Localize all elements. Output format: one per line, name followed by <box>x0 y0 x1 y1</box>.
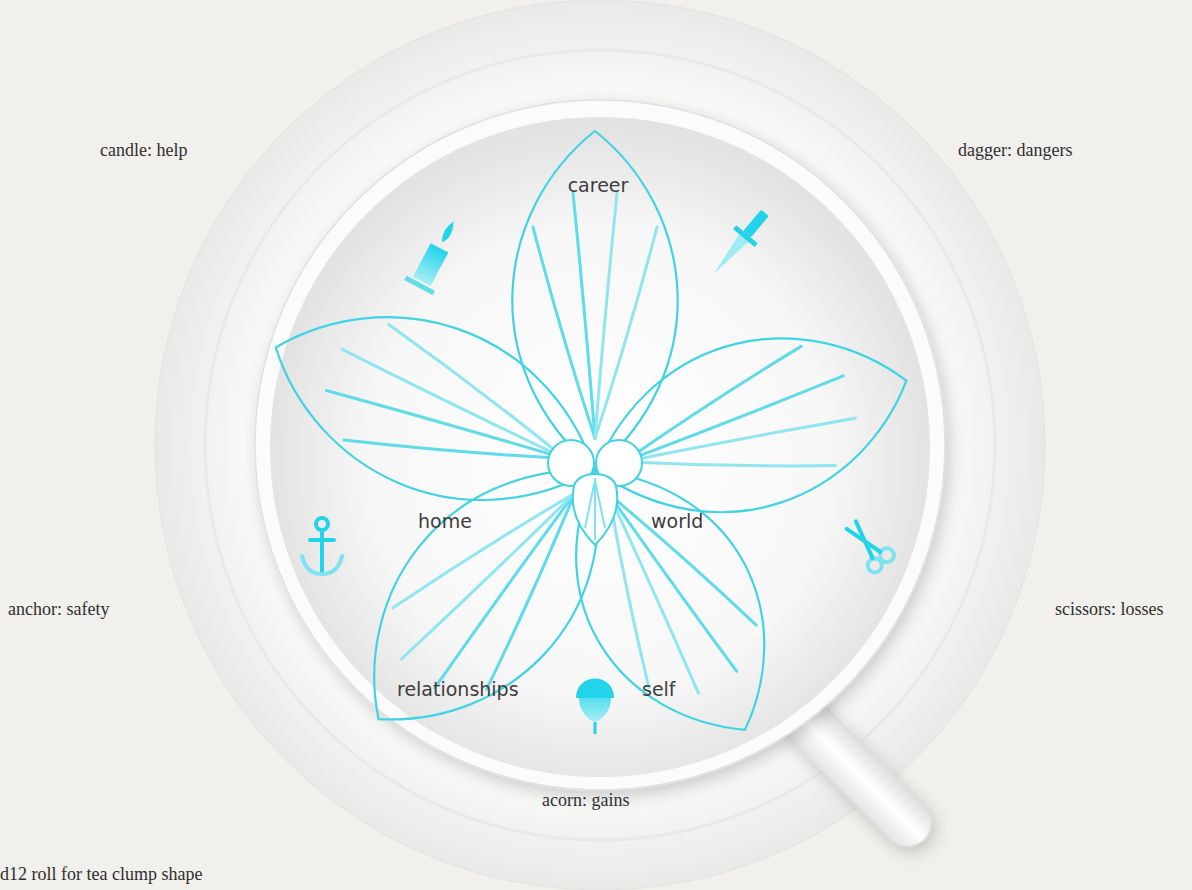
saucer <box>155 0 1045 890</box>
symbol-key-label: scissors: losses <box>1055 599 1164 621</box>
dagger-symbol <box>703 204 776 283</box>
petal <box>316 416 657 774</box>
cup-rim <box>255 100 945 790</box>
symbol-key-label: acorn: gains <box>542 790 629 812</box>
petal <box>246 270 625 547</box>
petal-label: world <box>651 510 703 533</box>
note: d12 roll for tea clump shape <box>0 864 202 886</box>
cup-bowl <box>270 117 930 777</box>
symbol-key-label: candle: help <box>100 140 187 162</box>
saucer-ring <box>205 50 995 840</box>
petal-label: career <box>568 174 629 197</box>
petal <box>572 301 929 549</box>
acorn-symbol <box>576 679 614 735</box>
petal-label: self <box>642 678 676 701</box>
flower <box>246 131 929 773</box>
symbol-key-label: dagger: dangers <box>958 140 1072 162</box>
petal <box>523 429 816 771</box>
bud-veins <box>585 478 605 540</box>
candle-symbol <box>404 214 467 295</box>
petal-label: relationships <box>397 678 519 701</box>
anchor-symbol <box>302 518 342 574</box>
flower-bud <box>573 474 618 545</box>
scissors-symbol <box>840 515 897 575</box>
petal-label: home <box>418 510 472 533</box>
petal <box>512 131 677 470</box>
symbol-key-label: anchor: safety <box>8 599 109 621</box>
